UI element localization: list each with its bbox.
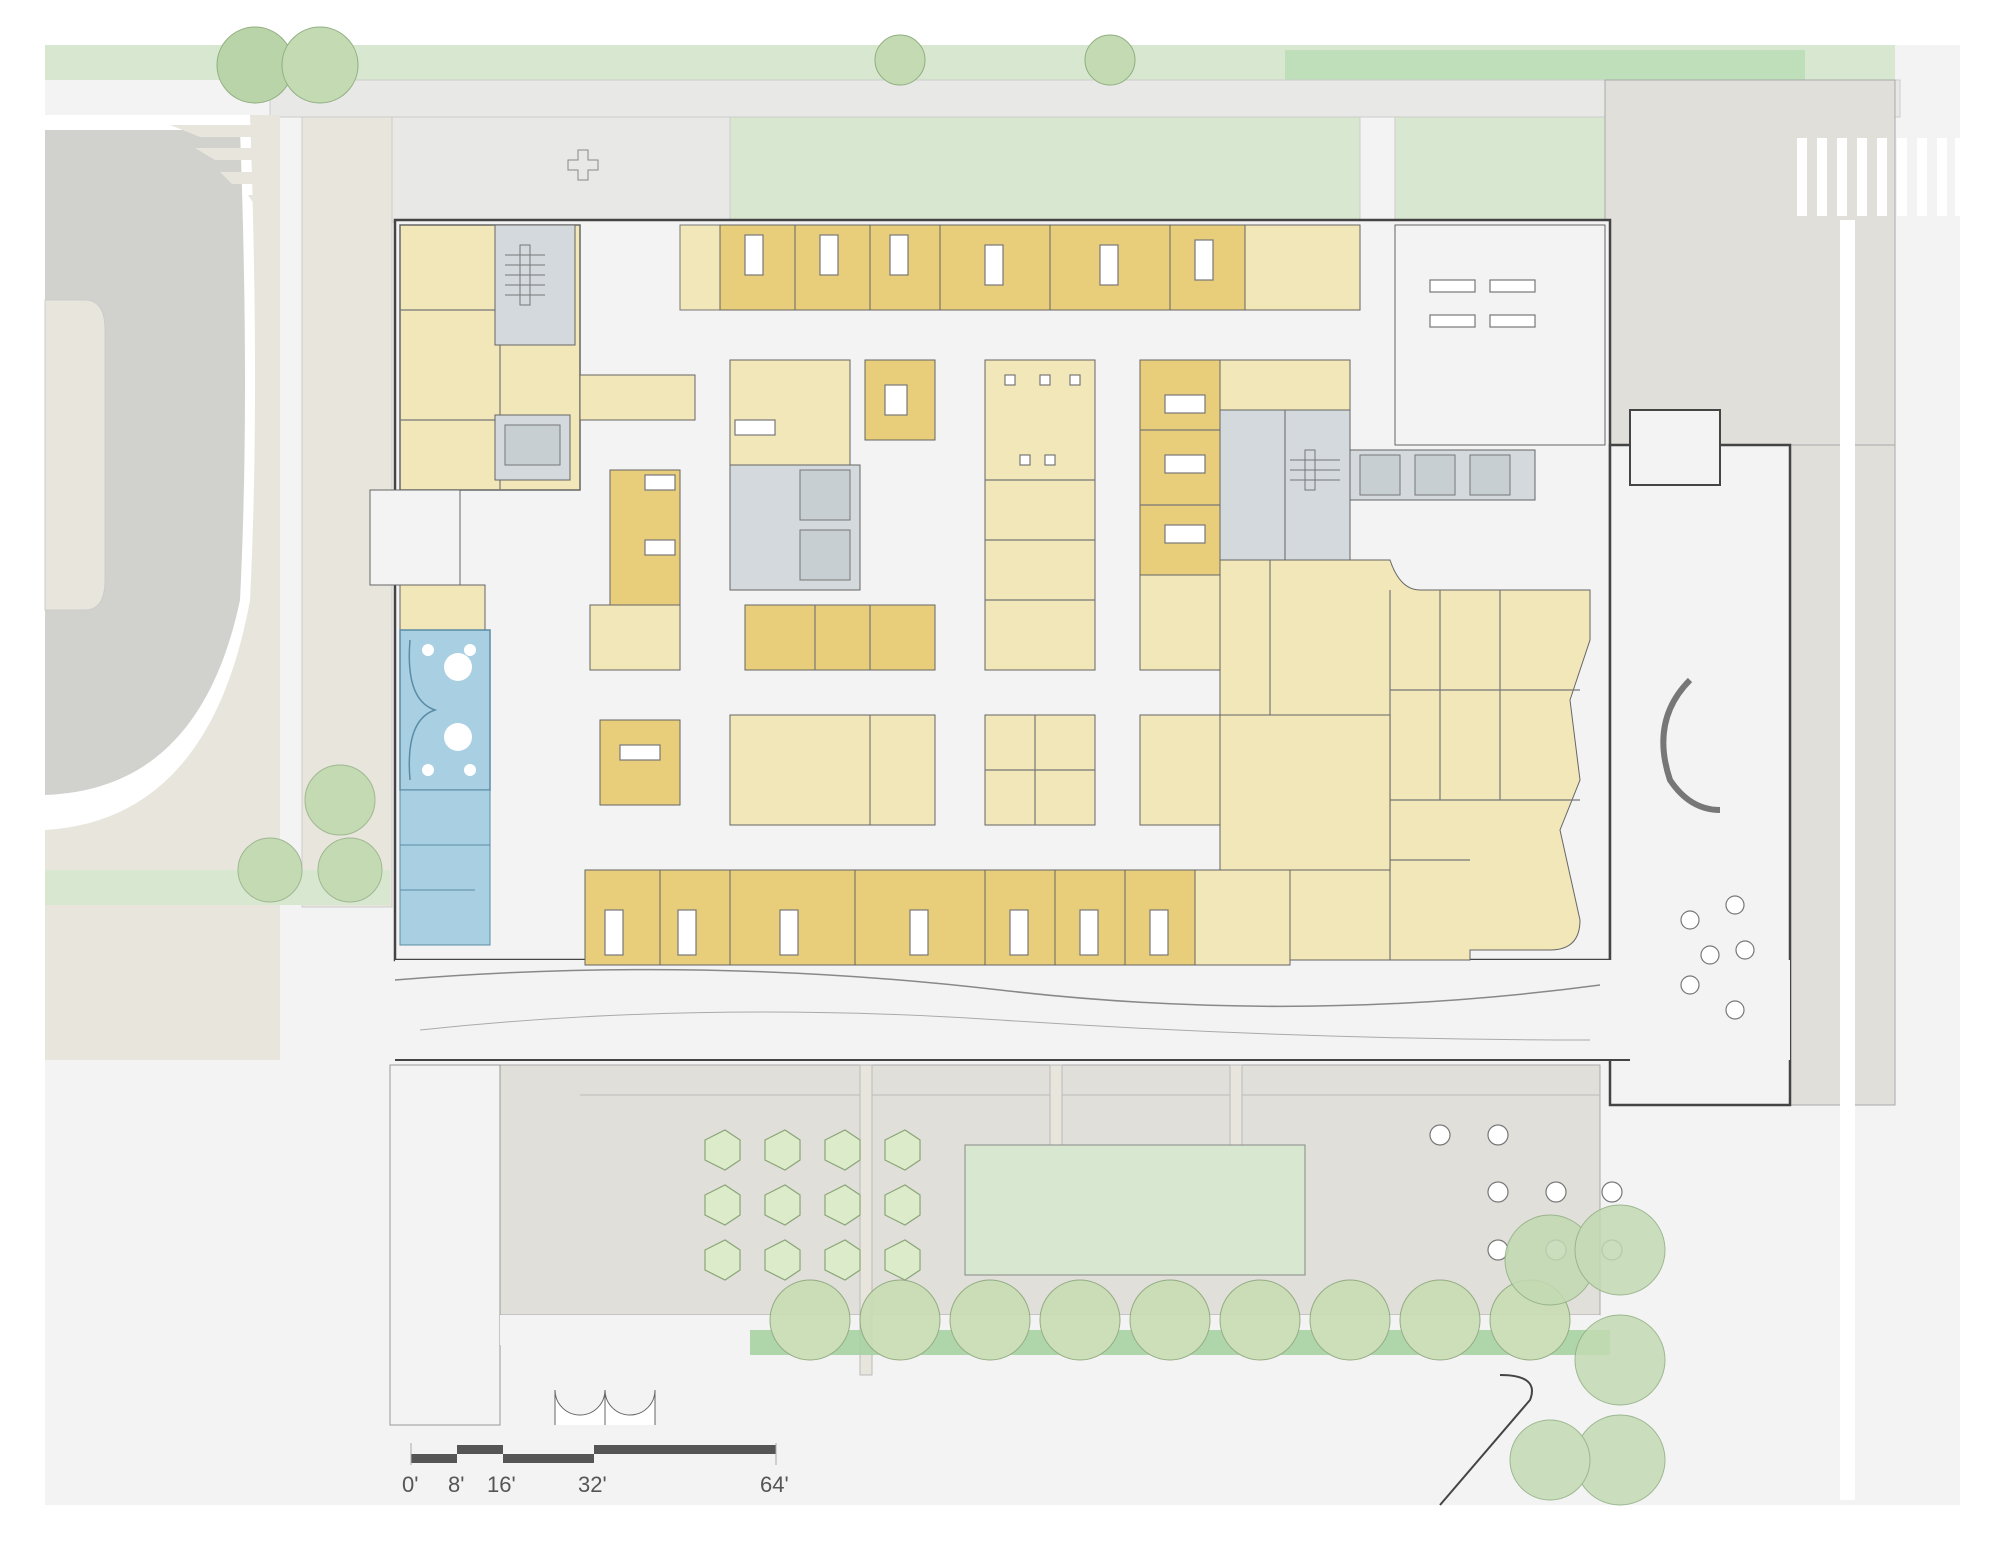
scale-bar [410,1443,777,1465]
building [369,218,1792,1107]
scale-label-0: 0' [402,1472,419,1497]
tree-grid [704,1129,921,1281]
stair-icon [505,244,545,306]
staff-lounge [399,629,491,946]
exam-rooms-top [719,224,1361,311]
hedge-row [750,1279,1610,1361]
scale-label-32: 32' [578,1472,607,1497]
crosswalk [1797,138,1965,216]
scale-label-8: 8' [448,1472,465,1497]
exam-rooms-bottom [584,869,1291,966]
courtyard-lawn [964,1144,1306,1276]
patio-tables [1680,895,1755,1020]
stair-icon-2 [1290,449,1340,491]
running-track [44,115,280,1060]
scale-label-64: 64' [760,1472,789,1497]
south-courtyard [389,1064,1666,1506]
scale-label-16: 16' [487,1472,516,1497]
